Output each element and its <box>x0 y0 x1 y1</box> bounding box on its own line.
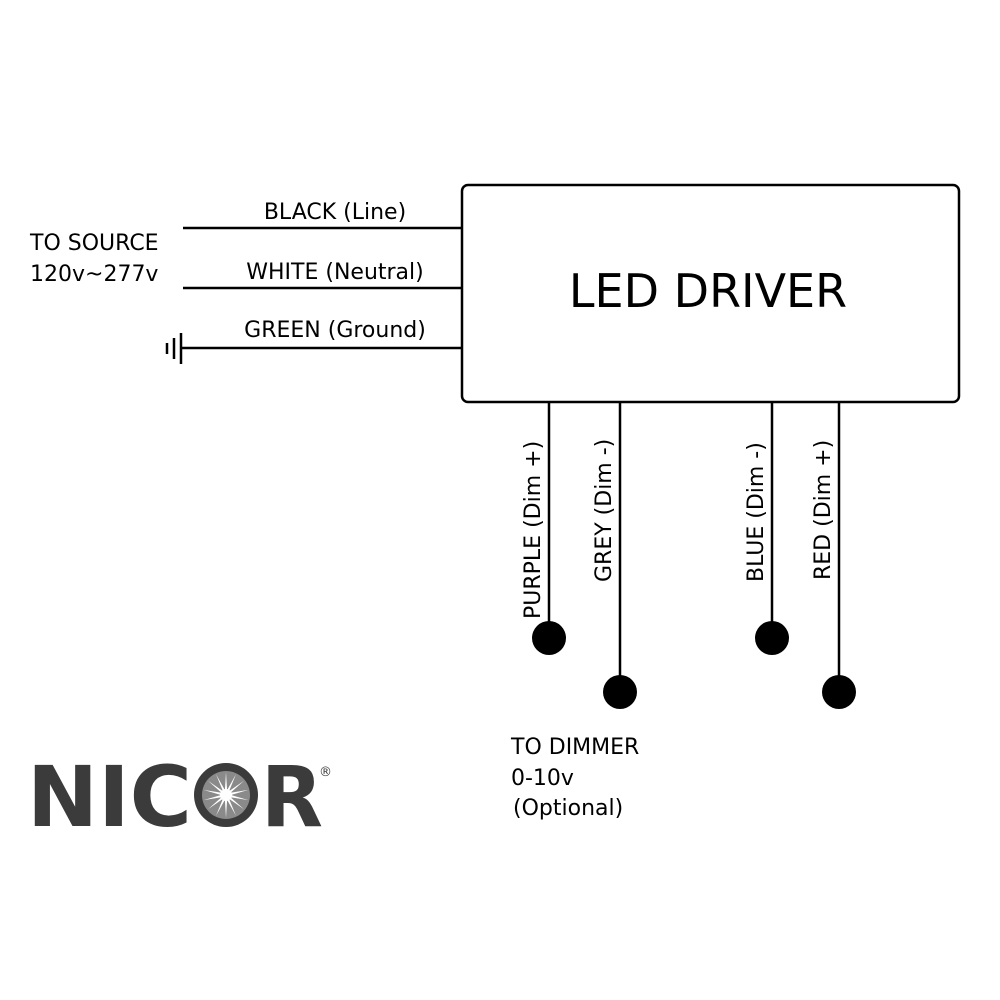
led-driver-label: LED DRIVER <box>569 264 847 318</box>
wire-label-blue: BLUE (Dim -) <box>744 442 769 582</box>
dimmer-label-line1: TO DIMMER <box>510 735 639 760</box>
dimmer-label-line2: 0-10v <box>511 766 574 791</box>
terminal-grey <box>603 675 637 709</box>
dimmer-label-line3: (Optional) <box>513 796 623 821</box>
nicor-logo: NIC R ® <box>27 748 332 846</box>
logo-text-left: NIC <box>27 748 192 846</box>
ground-icon <box>165 333 183 364</box>
terminal-blue <box>755 621 789 655</box>
wire-label-red: RED (Dim +) <box>811 440 836 580</box>
logo-registered-mark: ® <box>319 765 332 780</box>
source-label-line2: 120v~277v <box>30 262 158 287</box>
led-driver-box <box>460 183 961 404</box>
wire-label-black: BLACK (Line) <box>264 200 406 225</box>
terminal-red <box>822 675 856 709</box>
wire-label-green: GREEN (Ground) <box>244 318 426 343</box>
starburst-icon <box>194 763 258 827</box>
wire-label-grey: GREY (Dim -) <box>592 439 617 582</box>
logo-text-right: R <box>261 748 323 846</box>
source-label-line1: TO SOURCE <box>29 231 159 256</box>
terminal-purple <box>532 621 566 655</box>
wire-label-purple: PURPLE (Dim +) <box>521 441 546 619</box>
wire-label-white: WHITE (Neutral) <box>246 260 423 285</box>
